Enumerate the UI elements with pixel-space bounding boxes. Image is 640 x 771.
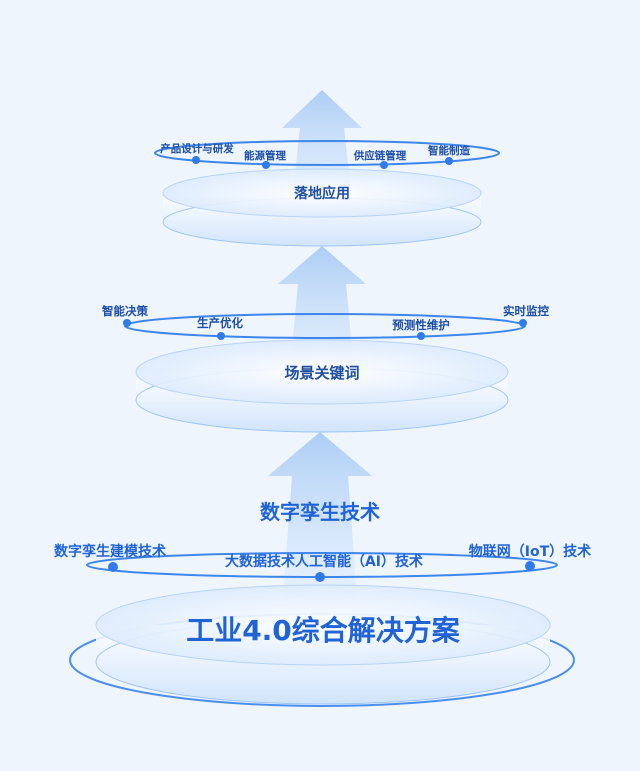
disc-bottom	[69, 584, 575, 707]
ring-middle-dot-1	[123, 319, 131, 327]
ring-bottom-dot-1	[108, 562, 118, 572]
tier-bottom-keyword-1: 数字孪生建模技术	[54, 543, 166, 560]
ring-top-line	[154, 140, 500, 166]
tier-top-title: 落地应用	[294, 185, 350, 202]
tier-top-keyword-1: 产品设计与研发	[160, 142, 234, 155]
ring-top-dot-4	[445, 157, 453, 165]
disc-middle-face	[135, 339, 509, 405]
tier-middle-title: 场景关键词	[284, 364, 359, 382]
tier-top-keyword-2: 能源管理	[244, 149, 286, 162]
ring-bottom-dot-3	[525, 561, 535, 571]
disc-middle	[135, 339, 509, 433]
tier-top-keyword-4: 智能制造	[427, 144, 470, 157]
disc-top	[162, 168, 482, 247]
tier-bottom-title: 工业4.0综合解决方案	[186, 614, 461, 647]
disc-top-face	[162, 168, 482, 218]
arrow-bottom-shape	[268, 432, 372, 612]
tier-middle-keyword-3: 预测性维护	[392, 318, 450, 332]
arrow-bottom	[268, 432, 372, 612]
ring-top-dot-1	[192, 156, 200, 164]
ring-top-dot-3	[380, 161, 388, 169]
tier-middle-keyword-1: 智能决策	[102, 304, 148, 318]
ring-top	[154, 140, 500, 169]
ring-middle-dot-4	[519, 319, 527, 327]
disc-bottom-face	[95, 584, 551, 666]
ring-bottom-dot-2	[315, 572, 325, 582]
tier-middle-keyword-4: 实时监控	[503, 304, 549, 318]
ring-top-dot-2	[262, 161, 270, 169]
ring-middle	[123, 313, 527, 340]
tier-bottom-keyword-2: 大数据技术人工智能（AI）技术	[225, 553, 423, 570]
tier-bottom-keyword-3: 物联网（IoT）技术	[469, 543, 591, 560]
ring-bottom	[86, 552, 558, 582]
ring-middle-dot-3	[417, 332, 425, 340]
ring-middle-dot-2	[217, 332, 225, 340]
arrow-label: 数字孪生技术	[260, 500, 380, 524]
tier-middle-keyword-2: 生产优化	[197, 316, 243, 330]
tier-top-keyword-3: 供应链管理	[353, 149, 407, 162]
